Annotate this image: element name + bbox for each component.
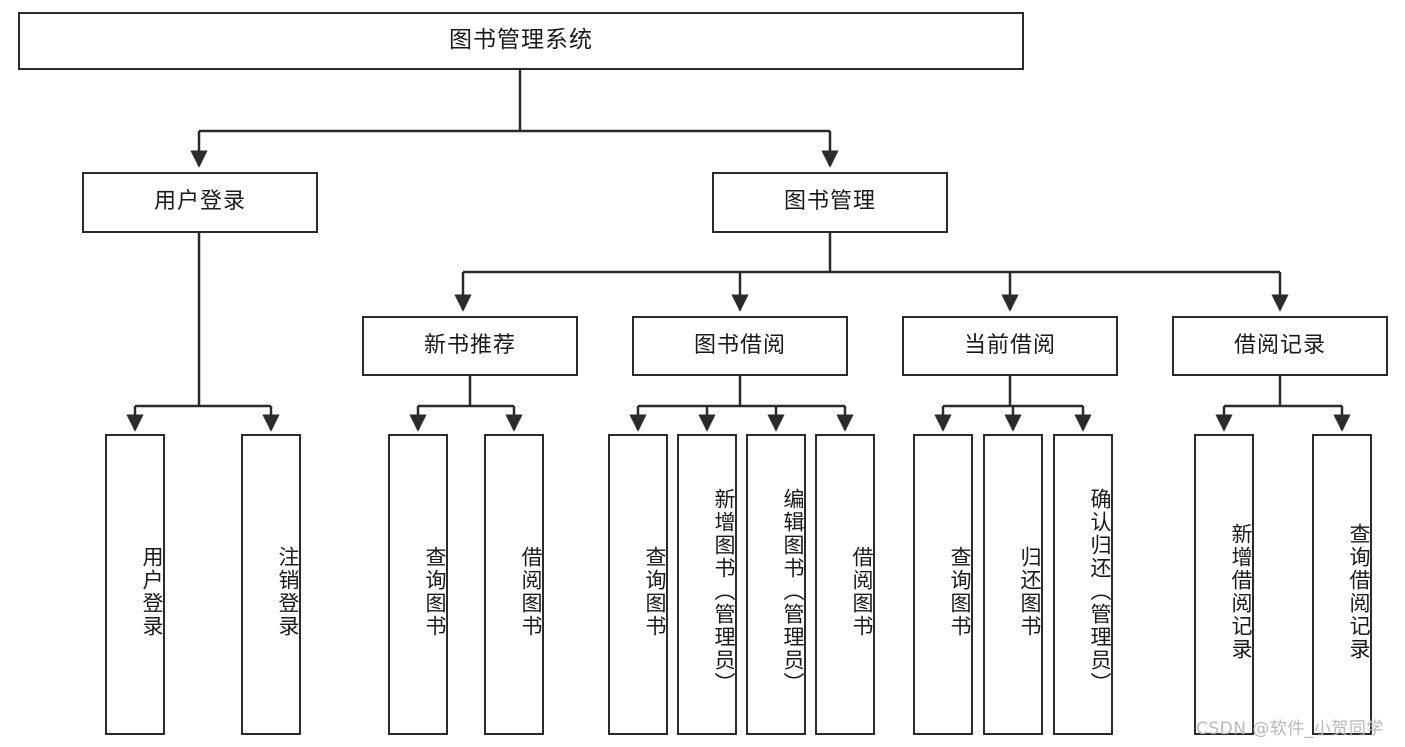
node-label: 新增借阅记录 [1229, 522, 1253, 661]
node-label: 注销登录 [276, 545, 300, 638]
node-label: 归还图书 [1018, 545, 1042, 638]
node-user-login[interactable]: 用户登录 [82, 172, 318, 233]
node-label: 图书管理 [783, 189, 876, 215]
node-label: 新书推荐 [423, 332, 516, 358]
node-label: 用户登录 [153, 189, 246, 215]
leaf-borrow-book[interactable]: 借阅图书 [815, 434, 875, 735]
node-label: 图书管理系统 [449, 27, 593, 54]
node-label: 查询图书 [643, 545, 667, 638]
node-label: 借阅图书 [850, 545, 874, 638]
node-label: 查询借阅记录 [1347, 522, 1371, 661]
node-root-book-management-system[interactable]: 图书管理系统 [18, 12, 1024, 70]
leaf-user-login[interactable]: 用户登录 [105, 434, 165, 735]
leaf-logout-login[interactable]: 注销登录 [241, 434, 301, 735]
node-label: 确认归还（管理员） [1088, 488, 1112, 695]
node-label: 借阅图书 [519, 545, 543, 638]
leaf-query-borrow-record[interactable]: 查询借阅记录 [1312, 434, 1372, 735]
leaf-add-book-admin[interactable]: 新增图书（管理员） [677, 434, 737, 735]
node-label: 编辑图书（管理员） [781, 488, 805, 695]
leaf-query-book-borrow[interactable]: 查询图书 [608, 434, 668, 735]
node-label: 新增图书（管理员） [712, 488, 736, 695]
node-current-borrow[interactable]: 当前借阅 [902, 316, 1118, 376]
node-label: 当前借阅 [963, 332, 1056, 358]
node-label: 查询图书 [948, 545, 972, 638]
watermark-text: CSDN @软件_小贺同学 [1196, 719, 1384, 739]
node-book-management[interactable]: 图书管理 [712, 172, 948, 233]
leaf-query-book-current[interactable]: 查询图书 [913, 434, 973, 735]
leaf-confirm-return-admin[interactable]: 确认归还（管理员） [1053, 434, 1113, 735]
node-new-book-recommend[interactable]: 新书推荐 [362, 316, 578, 376]
leaf-borrow-book-new-recommend[interactable]: 借阅图书 [484, 434, 544, 735]
node-borrow-record[interactable]: 借阅记录 [1172, 316, 1388, 376]
node-label: 借阅记录 [1233, 332, 1326, 358]
leaf-edit-book-admin[interactable]: 编辑图书（管理员） [746, 434, 806, 735]
node-label: 查询图书 [423, 545, 447, 638]
node-book-borrow[interactable]: 图书借阅 [632, 316, 848, 376]
node-label: 用户登录 [140, 545, 164, 638]
leaf-add-borrow-record[interactable]: 新增借阅记录 [1194, 434, 1254, 735]
leaf-return-book[interactable]: 归还图书 [983, 434, 1043, 735]
node-label: 图书借阅 [693, 332, 786, 358]
leaf-query-book-new-recommend[interactable]: 查询图书 [388, 434, 448, 735]
